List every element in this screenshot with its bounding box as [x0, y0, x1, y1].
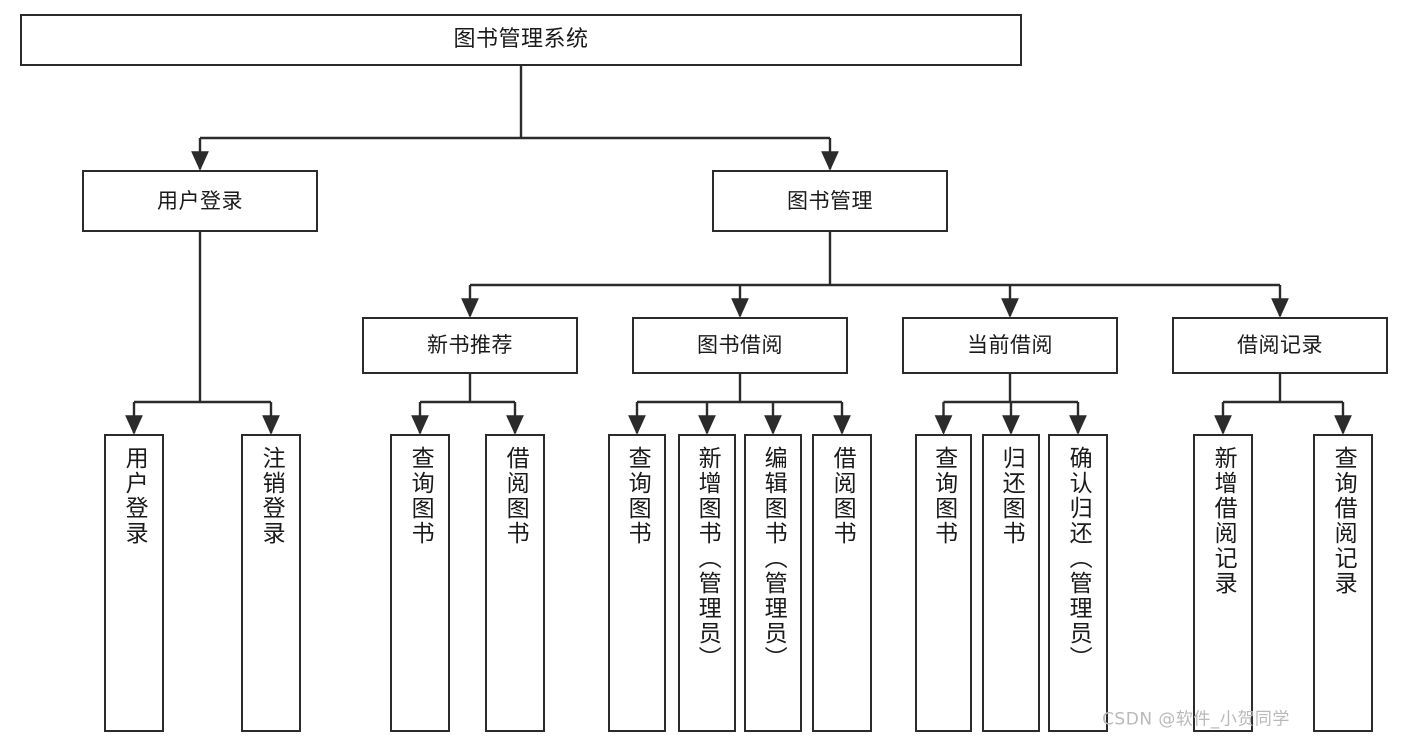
node-leaf-query-book-bb[interactable]: 查询图书	[608, 434, 666, 732]
node-label: 图书借阅	[697, 333, 783, 358]
node-current-borrow[interactable]: 当前借阅	[902, 317, 1118, 374]
node-label: 借阅图书	[502, 446, 529, 546]
node-leaf-user-login[interactable]: 用户登录	[104, 434, 164, 732]
node-label: 用户登录	[157, 188, 243, 213]
node-leaf-return-book[interactable]: 归还图书	[982, 434, 1040, 732]
node-label: 借阅记录	[1237, 333, 1323, 358]
node-book-borrow[interactable]: 图书借阅	[632, 317, 848, 374]
node-label: 查询图书	[624, 446, 651, 546]
node-label: 确认归还（管理员）	[1065, 446, 1092, 671]
node-borrow-record[interactable]: 借阅记录	[1172, 317, 1388, 374]
node-leaf-borrow-book-rec[interactable]: 借阅图书	[485, 434, 545, 732]
node-leaf-add-book[interactable]: 新增图书（管理员）	[678, 434, 736, 732]
node-new-book-rec[interactable]: 新书推荐	[362, 317, 578, 374]
node-leaf-add-record[interactable]: 新增借阅记录	[1193, 434, 1253, 732]
node-leaf-query-book-rec[interactable]: 查询图书	[390, 434, 450, 732]
csdn-watermark: CSDN @软件_小贺同学	[1102, 709, 1290, 730]
node-label: 注销登录	[258, 446, 285, 546]
node-label: 用户登录	[121, 446, 148, 546]
node-label: 查询图书	[930, 446, 957, 546]
node-label: 查询借阅记录	[1330, 446, 1357, 596]
node-leaf-borrow-book-bb[interactable]: 借阅图书	[812, 434, 872, 732]
node-leaf-logout[interactable]: 注销登录	[241, 434, 301, 732]
node-user-login[interactable]: 用户登录	[82, 170, 318, 232]
node-leaf-query-book-cb[interactable]: 查询图书	[915, 434, 972, 732]
node-book-manage[interactable]: 图书管理	[712, 170, 948, 232]
node-label: 图书管理	[787, 188, 873, 213]
node-label: 新书推荐	[427, 333, 513, 358]
node-label: 借阅图书	[829, 446, 856, 546]
node-label: 新增借阅记录	[1210, 446, 1237, 596]
node-label: 归还图书	[998, 446, 1025, 546]
node-leaf-edit-book[interactable]: 编辑图书（管理员）	[744, 434, 802, 732]
node-label: 当前借阅	[967, 333, 1053, 358]
node-label: 图书管理系统	[453, 27, 589, 53]
node-label: 编辑图书（管理员）	[760, 446, 787, 671]
node-label: 查询图书	[407, 446, 434, 546]
node-label: 新增图书（管理员）	[694, 446, 721, 671]
node-leaf-confirm-return[interactable]: 确认归还（管理员）	[1048, 434, 1108, 732]
node-leaf-query-record[interactable]: 查询借阅记录	[1313, 434, 1373, 732]
node-root[interactable]: 图书管理系统	[20, 14, 1022, 66]
